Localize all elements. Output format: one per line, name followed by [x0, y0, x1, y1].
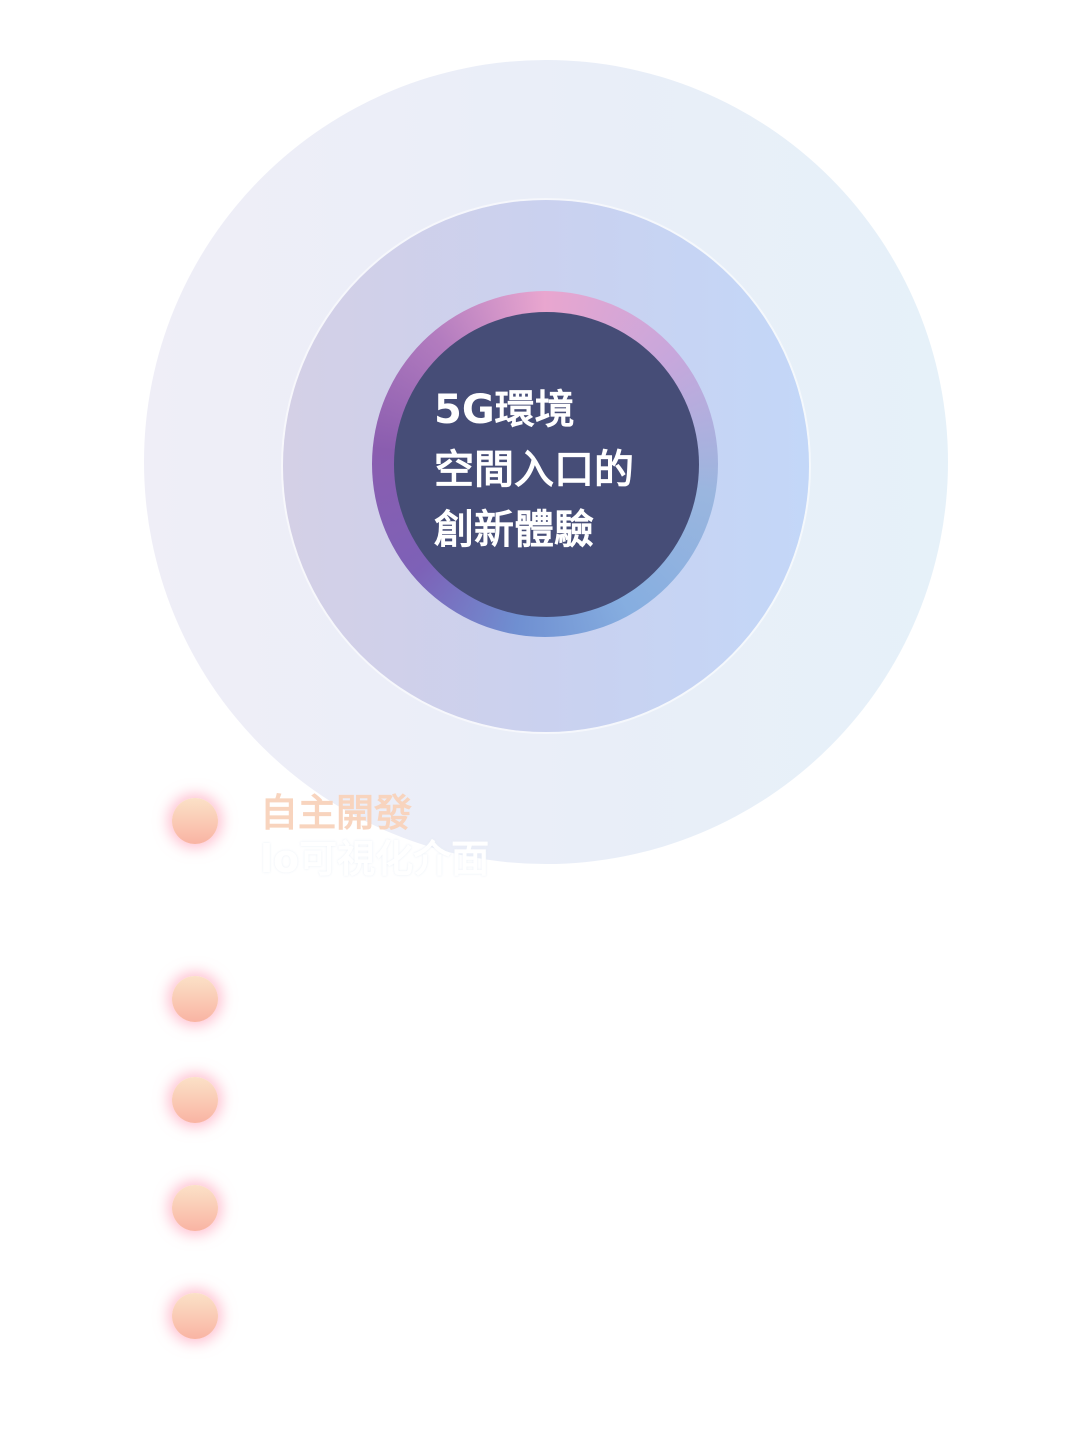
center-label-line-2: 空間入口的 — [434, 447, 634, 493]
list-item: 自主開發 lo可視化介面 — [172, 791, 972, 881]
list-item — [172, 976, 972, 1026]
center-circle — [394, 312, 699, 617]
center-label-line-3: 創新體驗 — [434, 507, 594, 553]
list-item-title: 自主開發 — [260, 791, 413, 835]
list-item-subtitle: lo可視化介面 — [260, 837, 490, 881]
bullet-dot-icon — [172, 1185, 218, 1231]
center-label: 5G環境 空間入口的 創新體驗 — [434, 380, 694, 560]
list-item — [172, 1293, 972, 1343]
bullet-dot-icon — [172, 798, 218, 844]
list-item — [172, 1077, 972, 1127]
bullet-dot-icon — [172, 1293, 218, 1339]
center-label-line-1: 5G環境 — [434, 387, 575, 433]
bullet-dot-icon — [172, 976, 218, 1022]
bullet-dot-icon — [172, 1077, 218, 1123]
list-item — [172, 1185, 972, 1235]
